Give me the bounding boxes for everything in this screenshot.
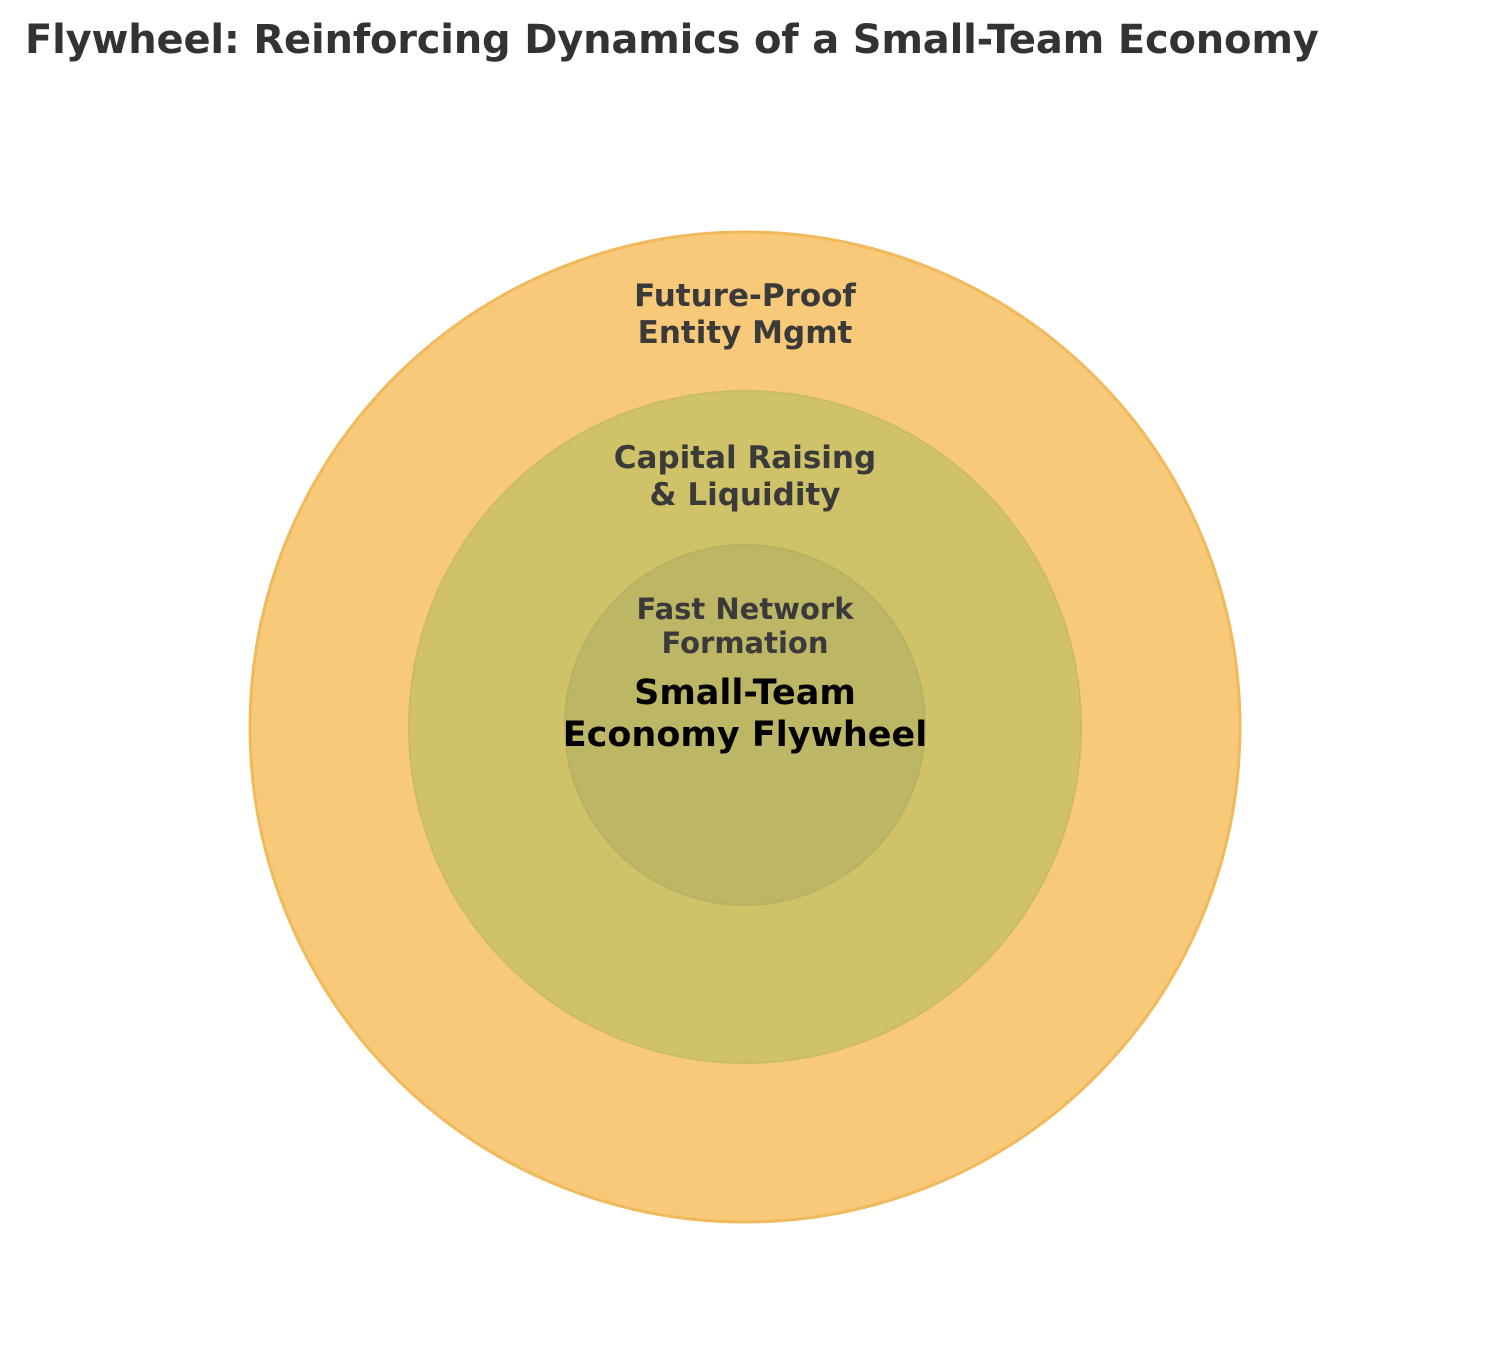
circle-fast-network-formation[interactable] <box>564 544 926 906</box>
page-title: Flywheel: Reinforcing Dynamics of a Smal… <box>25 17 1319 63</box>
